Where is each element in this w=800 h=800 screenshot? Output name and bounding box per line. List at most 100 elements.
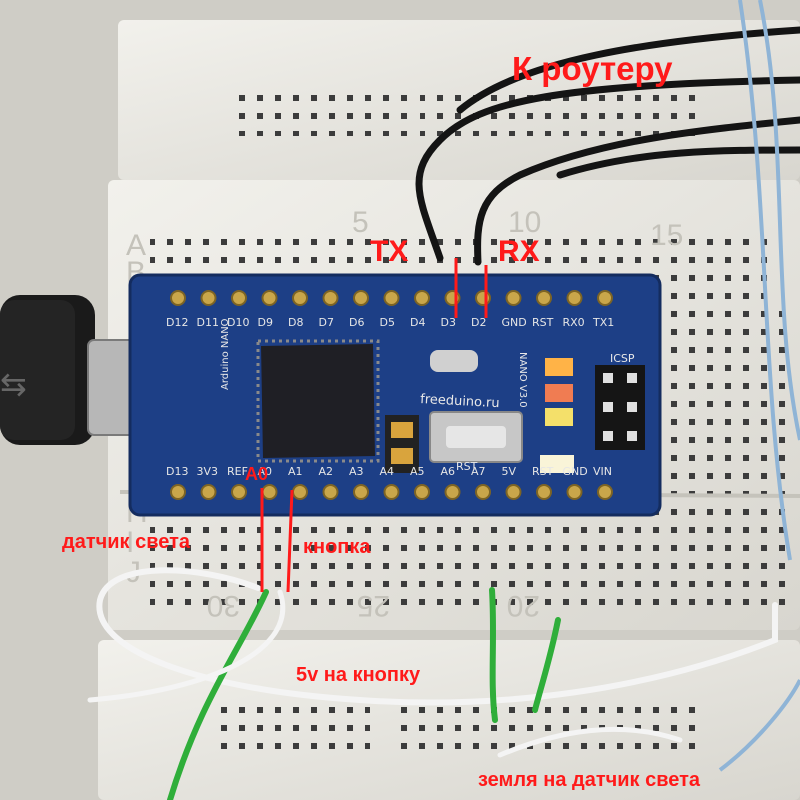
bottom-pin-label: A7 — [471, 465, 486, 478]
bottom-pin-label: A0 — [258, 465, 273, 478]
top-pin-label: RX0 — [563, 316, 585, 329]
bb-number-25: 25 — [357, 589, 390, 622]
bottom-pin — [322, 484, 339, 500]
silkscreen-nano-v3: NANO V3.0 — [517, 352, 528, 408]
bottom-pin — [475, 484, 491, 500]
top-pin-label: D3 — [441, 316, 456, 329]
label-button: кнопка — [303, 536, 371, 558]
top-pin — [536, 290, 552, 306]
silkscreen-icsp: ICSP — [610, 352, 635, 365]
top-pin — [200, 290, 217, 306]
silkscreen-rst: RST — [456, 460, 478, 473]
breadboard-top — [118, 20, 800, 180]
top-pin-label: D2 — [471, 316, 486, 329]
label-light-sensor: датчик света — [62, 531, 191, 553]
top-pin-label: RST — [532, 316, 554, 329]
bottom-pin — [536, 484, 552, 500]
bottom-pin — [414, 484, 430, 500]
wire-white-button — [87, 589, 286, 703]
bottom-pin — [505, 484, 522, 500]
top-pin — [261, 290, 278, 306]
bottom-pin — [566, 484, 583, 500]
bb-number-5: 5 — [352, 206, 369, 239]
top-pin-label: D8 — [288, 316, 303, 329]
silkscreen-freeduino: freeduino.ru — [420, 392, 500, 411]
wire-white-loop — [96, 567, 778, 706]
top-pin — [414, 290, 430, 306]
top-pin-label: D6 — [349, 316, 364, 329]
line-a1 — [286, 489, 294, 593]
wire-green-2 — [532, 617, 561, 713]
top-pin-label: D11 — [197, 316, 219, 329]
bb-number-20: 20 — [507, 589, 540, 622]
bottom-pin-label: RST — [532, 465, 554, 478]
arduino-nano-board: Arduino NANO freeduino.ru RST ICSP NANO … — [128, 273, 662, 517]
bb-number-10: 10 — [508, 206, 541, 239]
bottom-pin — [444, 484, 461, 500]
label-tx: TX — [370, 235, 409, 268]
bottom-pin-label: A1 — [288, 465, 303, 478]
label-ground-light-sensor: земля на датчик света — [478, 769, 701, 791]
top-pin — [566, 290, 583, 306]
bottom-pin-label: D13 — [166, 465, 188, 478]
network-cable-wires — [718, 0, 800, 772]
top-pin-label: D9 — [258, 316, 273, 329]
top-pin — [353, 290, 369, 306]
header-top-pins: D12 D11 D10 D9 D8 D7 D6 D5 D4 D3 D2 GND RST RX0 TX1 — [166, 290, 614, 329]
bottom-pin-label: A3 — [349, 465, 364, 478]
bb-row-a: A — [126, 229, 146, 262]
top-pin — [597, 290, 613, 306]
label-rx: RX — [498, 235, 540, 268]
top-pin — [231, 290, 247, 306]
top-pin — [383, 290, 400, 306]
bottom-pin-label: VIN — [593, 465, 612, 478]
label-5v-to-button: 5v на кнопку — [296, 664, 421, 686]
wire-tx — [415, 76, 800, 262]
bottom-pin — [200, 484, 217, 500]
annotation-lines — [260, 258, 488, 593]
bottom-pin-label: A4 — [380, 465, 395, 478]
top-pin-label: D10 — [227, 316, 249, 329]
top-pin — [322, 290, 339, 306]
bottom-pin — [292, 484, 308, 500]
bottom-pin-label: REF — [227, 465, 248, 478]
wire-green-1 — [489, 587, 498, 723]
top-pin-label: GND — [502, 316, 527, 329]
bottom-pin — [261, 484, 278, 500]
top-pin-label: D4 — [410, 316, 425, 329]
wire-white-ground — [497, 726, 683, 758]
top-pin — [475, 290, 491, 306]
wire-rx — [474, 116, 800, 266]
bottom-pin — [383, 484, 400, 500]
bb-number-30: 30 — [207, 589, 240, 622]
sensor-wires — [87, 567, 778, 800]
bottom-pin — [170, 484, 186, 500]
wire-black-extra — [556, 146, 800, 179]
bottom-pin-label: A2 — [319, 465, 334, 478]
top-pin-label: D12 — [166, 316, 188, 329]
top-pin-label: D5 — [380, 316, 395, 329]
label-a0: A0 — [245, 464, 269, 484]
top-pin-label: D7 — [319, 316, 334, 329]
bottom-pin — [597, 484, 613, 500]
bottom-pin-label: 3V3 — [197, 465, 219, 478]
bottom-pin-label: A5 — [410, 465, 425, 478]
router-wires — [415, 26, 800, 266]
bb-row-i: I — [126, 526, 134, 559]
bottom-pin — [231, 484, 247, 500]
top-pin — [292, 290, 308, 306]
top-pin — [505, 290, 522, 306]
wire-green-sensor — [167, 589, 269, 800]
wire-black-top — [456, 26, 800, 114]
silkscreen-arduino-nano: Arduino NANO — [220, 318, 231, 390]
bottom-pin-label: A6 — [441, 465, 456, 478]
bottom-pin-label: GND — [563, 465, 588, 478]
top-pin — [170, 290, 186, 306]
label-to-router: К роутеру — [512, 50, 673, 87]
bottom-pin-label: 5V — [502, 465, 517, 478]
svg-text:⇆: ⇆ — [0, 365, 27, 403]
bottom-pin — [353, 484, 369, 500]
top-pin-label: TX1 — [592, 316, 614, 329]
